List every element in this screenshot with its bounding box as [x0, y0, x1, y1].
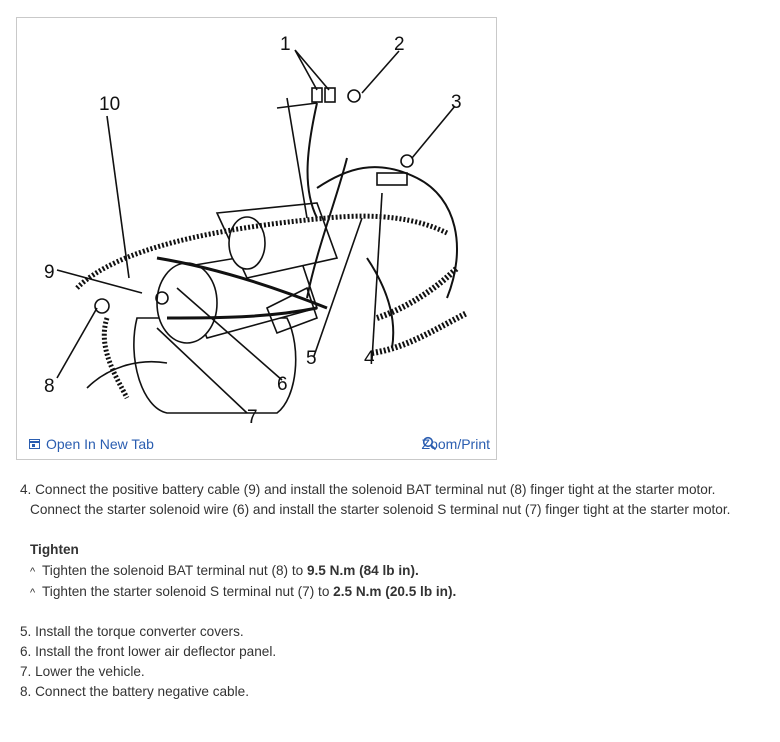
zoom-print-label: Zoom/Print [421, 436, 490, 452]
new-tab-icon [29, 439, 40, 449]
callout-1: 1 [280, 34, 291, 55]
callout-7: 7 [247, 407, 258, 428]
step-8: 8. Connect the battery negative cable. [20, 684, 249, 699]
step-5: 5. Install the torque converter covers. [20, 624, 244, 639]
tighten-spec-2-text: Tighten the starter solenoid S terminal … [42, 584, 334, 599]
step-7: 7. Lower the vehicle. [20, 664, 145, 679]
tighten-spec-1-text: Tighten the solenoid BAT terminal nut (8… [42, 563, 307, 578]
tighten-spec-1: ^ Tighten the solenoid BAT terminal nut (… [30, 561, 419, 582]
zoom-print-link[interactable]: Zoom/Print [422, 436, 490, 452]
callout-6: 6 [277, 374, 288, 395]
callout-10: 10 [99, 94, 120, 115]
step-4-line-2: Connect the starter solenoid wire (6) an… [30, 502, 731, 517]
tighten-spec-1-value: 9.5 N.m (84 lb in). [306, 563, 419, 578]
open-in-new-tab-label: Open In New Tab [46, 436, 154, 452]
callout-9: 9 [44, 262, 55, 283]
tighten-spec-2-value: 2.5 N.m (20.5 lb in). [333, 584, 457, 599]
starter-motor-diagram: 1 2 3 4 5 6 7 8 9 10 [44, 34, 469, 428]
magnifier-icon [422, 436, 436, 451]
callout-2: 2 [394, 34, 405, 55]
callout-4: 4 [364, 348, 375, 369]
figure-toolbar: Open In New Tab Zoom/Print [17, 429, 496, 459]
caret-marker: ^ [30, 566, 36, 578]
tighten-spec-2: ^ Tighten the starter solenoid S terminal… [30, 582, 456, 603]
step-6: 6. Install the front lower air deflector… [20, 644, 277, 659]
diagram-figure: 1 2 3 4 5 6 7 8 9 10 Open In New Tab Zoo… [16, 17, 497, 460]
callout-5: 5 [306, 348, 317, 369]
callout-3: 3 [451, 92, 462, 113]
step-4-line-1: 4. Connect the positive battery cable (9… [20, 482, 716, 497]
tighten-heading: Tighten [30, 542, 79, 557]
open-in-new-tab-link[interactable]: Open In New Tab [29, 436, 154, 452]
callout-8: 8 [44, 376, 55, 397]
caret-marker: ^ [30, 587, 36, 599]
